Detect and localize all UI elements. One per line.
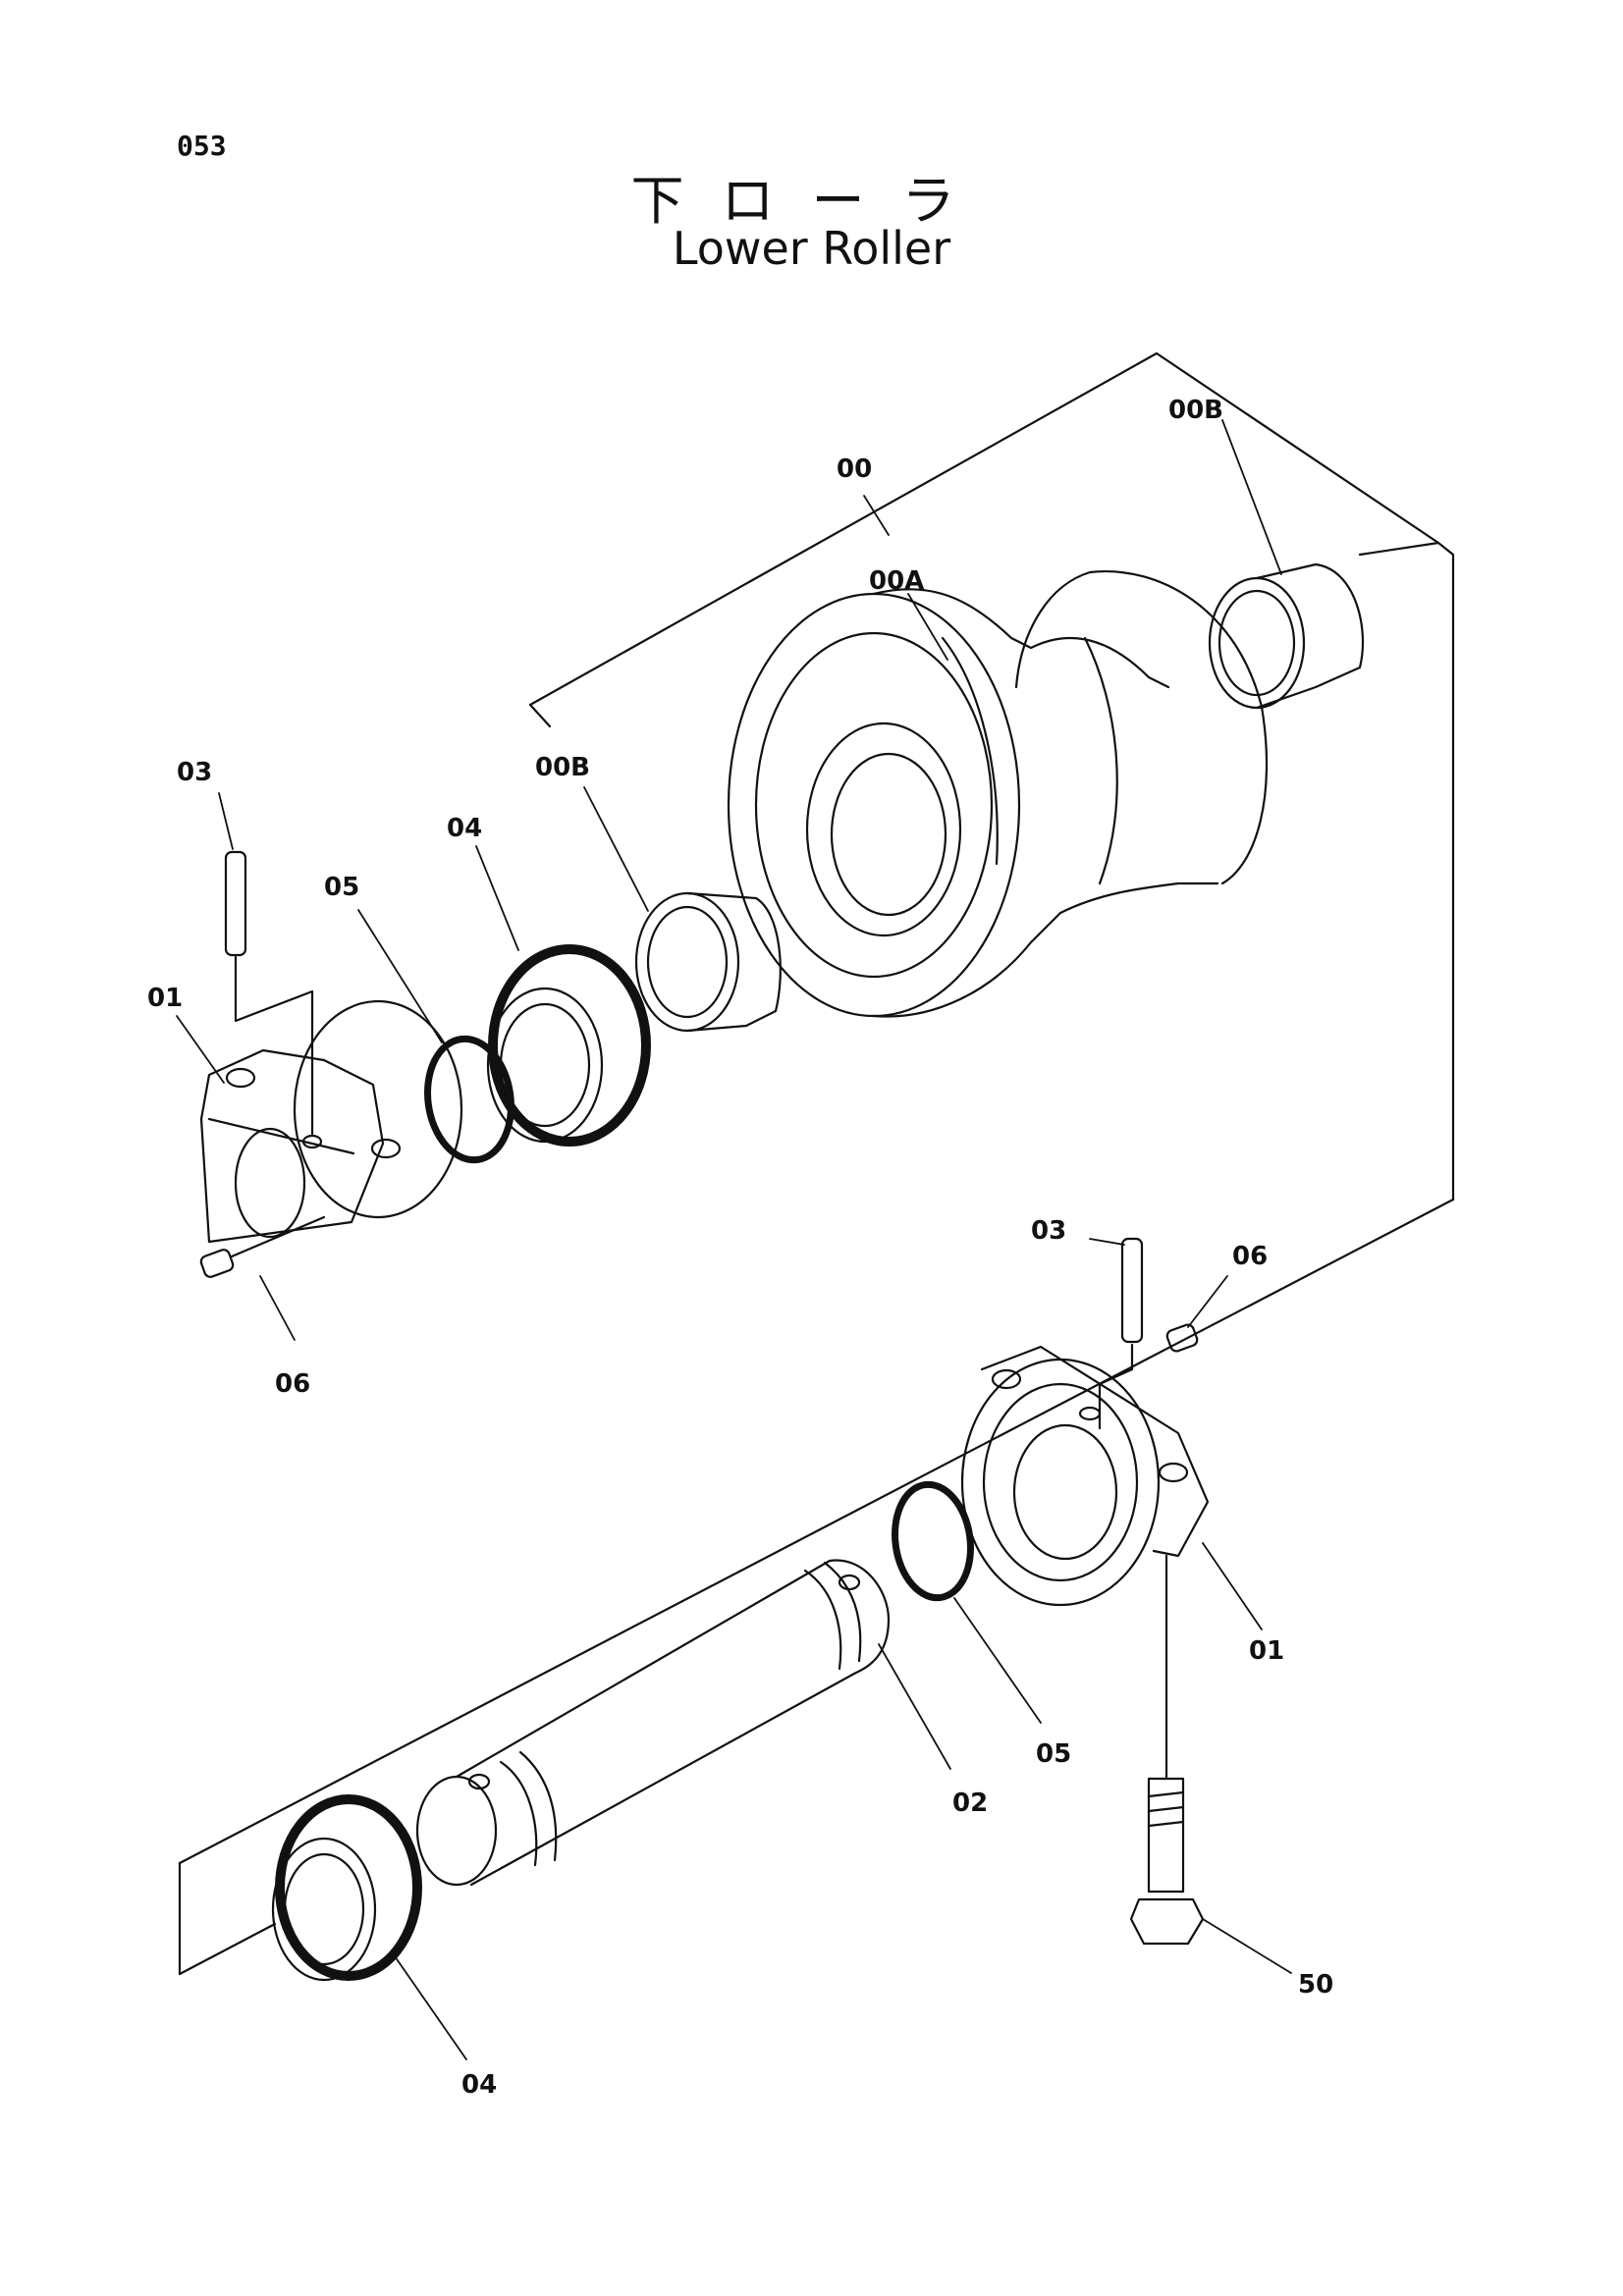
callout-labels: 00B 00 00A 00B 03 04 05 01 06 03 06 01 0… <box>147 396 1333 2100</box>
callout-03-top: 03 <box>177 758 212 787</box>
callout-50: 50 <box>1298 1970 1333 2000</box>
callout-02: 02 <box>952 1789 988 1818</box>
set-screw-part-06-bottom <box>1165 1323 1199 1353</box>
assembly-bracket-lines <box>178 351 1455 1976</box>
callout-leader-lines <box>176 419 1292 2060</box>
callout-00: 00 <box>837 454 872 484</box>
bushing-part-00b-right <box>1208 562 1365 710</box>
callout-00b-left: 00B <box>535 753 590 782</box>
callout-06-bottom: 06 <box>1232 1242 1268 1271</box>
callout-03-bottom: 03 <box>1031 1216 1066 1246</box>
collar-part-01-top <box>199 999 463 1244</box>
o-ring-part-05-bottom <box>892 1480 974 1602</box>
callout-00a: 00A <box>869 566 924 596</box>
roller-body-part-00a <box>727 570 1269 1018</box>
collar-part-01-bottom <box>960 1345 1210 1607</box>
shaft-part-02 <box>415 1559 891 1887</box>
bushing-part-00b-left <box>634 891 782 1033</box>
callout-01-bottom: 01 <box>1249 1636 1284 1666</box>
callout-04-top: 04 <box>447 814 482 843</box>
callout-05-top: 05 <box>324 873 359 902</box>
callout-01-top: 01 <box>147 984 183 1013</box>
floating-seal-part-04-top <box>486 944 651 1147</box>
callout-04-bottom: 04 <box>461 2070 497 2100</box>
set-screw-part-06-top <box>199 1215 326 1278</box>
floating-seal-part-04-bottom <box>271 1794 422 1982</box>
callout-06-top: 06 <box>275 1369 310 1399</box>
callout-05-bottom: 05 <box>1036 1739 1071 1769</box>
bolt-part-50 <box>1129 1554 1205 1946</box>
title-english: Lower Roller <box>672 222 951 275</box>
pin-part-03-top <box>224 850 314 1136</box>
callout-00b-right: 00B <box>1168 396 1223 425</box>
title-japanese: 下ローラ <box>630 170 993 232</box>
o-ring-part-05-top <box>424 1035 514 1164</box>
pin-part-03-bottom <box>1098 1237 1144 1430</box>
page-number: 053 <box>177 130 227 162</box>
